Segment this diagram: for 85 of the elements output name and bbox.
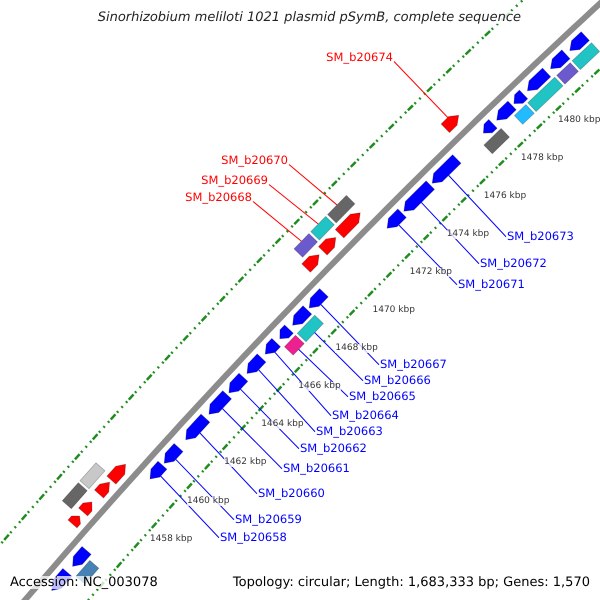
title: Sinorhizobium meliloti 1021 plasmid pSymB, complete sequence — [98, 11, 521, 24]
gene-label: SM_b20673 — [507, 231, 574, 242]
gene-block — [496, 100, 517, 121]
gene-label: SM_b20659 — [235, 514, 302, 526]
gene-block — [386, 208, 407, 229]
gene-block — [318, 237, 336, 256]
gene-block — [334, 212, 361, 238]
leader-line — [394, 61, 448, 118]
gene-label: SM_b20667 — [380, 359, 447, 370]
leader-line — [268, 184, 319, 224]
tick-label: 1462 kbp — [224, 458, 266, 468]
tick-label: 1474 kbp — [446, 230, 490, 239]
gene-box — [572, 42, 600, 70]
tick-label: 1476 kbp — [484, 192, 526, 201]
leader-line — [252, 201, 302, 242]
gene-label: SM_b20665 — [349, 391, 416, 402]
gene-label: SM_b20669 — [201, 175, 268, 186]
gene-block — [264, 338, 282, 355]
gene-label: SM_b20663 — [316, 426, 383, 438]
gene-block — [279, 324, 294, 340]
gene-box — [79, 462, 106, 490]
gene-label: SM_b20671 — [458, 279, 525, 290]
leader-line — [222, 408, 282, 470]
tick-label: 1468 kbp — [335, 344, 378, 354]
gene-block — [228, 372, 248, 394]
leader-line — [175, 458, 234, 520]
gene-block — [569, 31, 590, 52]
tick-label: 1464 kbp — [261, 420, 304, 430]
gene-block — [67, 516, 81, 528]
accession-text: Accession: NC_003078 — [10, 576, 158, 588]
gene-block — [208, 390, 232, 415]
tick-label: 1460 kbp — [187, 496, 230, 506]
gene-box — [556, 62, 579, 85]
gene-block — [482, 118, 498, 134]
gene-box — [527, 76, 564, 112]
gene-label: SM_b20662 — [300, 443, 367, 454]
tick-label: 1478 kbp — [520, 154, 564, 163]
gene-box — [62, 482, 88, 510]
gene-block — [78, 502, 92, 516]
gene-label: SM_b20661 — [283, 463, 350, 474]
gene-block — [432, 154, 462, 184]
leader-line — [274, 352, 332, 416]
gene-label: SM_b20672 — [480, 258, 547, 270]
gene-block — [164, 442, 184, 464]
genome-stats-text: Topology: circular; Length: 1,683,333 bp; Genes: 1,570 — [232, 576, 590, 588]
gene-block — [403, 180, 436, 212]
gene-block — [94, 482, 110, 499]
gene-box — [327, 194, 356, 224]
gene-block — [526, 68, 552, 92]
leader-line — [448, 174, 506, 238]
gene-block — [308, 288, 329, 308]
gene-block — [150, 460, 168, 480]
leader-line — [160, 476, 220, 538]
gene-block — [72, 546, 92, 567]
gene-block — [246, 353, 266, 374]
gene-label: SM_b20658 — [220, 532, 287, 544]
gene-box — [296, 314, 324, 342]
leader-line — [199, 432, 258, 494]
leader-line — [320, 304, 380, 366]
gene-label: SM_b20664 — [332, 410, 399, 422]
gene-block — [301, 254, 320, 273]
leader-line — [420, 202, 480, 264]
gene-label: SM_b20674 — [326, 52, 393, 64]
leader-line — [288, 164, 338, 206]
gene-box — [293, 233, 318, 258]
gene-box — [483, 128, 510, 154]
gene-block — [550, 49, 571, 70]
tick-label: 1472 kbp — [410, 268, 452, 277]
gene-box — [284, 334, 305, 356]
gene-block — [185, 414, 210, 440]
gene-label: SM_b20666 — [364, 375, 431, 386]
gene-label: SM_b20660 — [258, 488, 325, 500]
tick-label: 1458 kbp — [150, 534, 192, 544]
leader-line — [314, 332, 364, 382]
gene-block — [292, 305, 312, 326]
gene-box — [310, 216, 335, 241]
gene-label: SM_b20670 — [221, 155, 288, 166]
gene-box — [514, 104, 535, 125]
gene-block — [440, 114, 460, 134]
tick-label: 1470 kbp — [372, 306, 415, 315]
leader-line — [258, 369, 316, 432]
tick-label: 1466 kbp — [298, 382, 341, 392]
gene-label: SM_b20668 — [185, 192, 252, 204]
tick-label: 1480 kbp — [558, 116, 600, 124]
gene-block — [106, 464, 126, 485]
